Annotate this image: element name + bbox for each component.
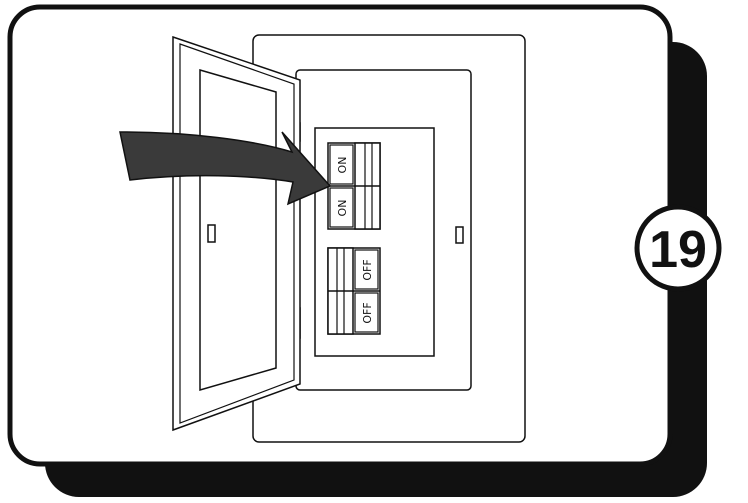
step-badge: [634, 204, 722, 292]
breaker-group-off: OFF OFF: [327, 247, 381, 335]
breaker-label-1: ON: [336, 157, 349, 174]
panel-latch: [455, 226, 464, 244]
breaker-switch-4[interactable]: [354, 292, 379, 333]
breaker-switch-2[interactable]: [329, 187, 354, 228]
breaker-label-4: OFF: [361, 302, 374, 323]
step-number: 19: [649, 221, 707, 279]
breaker-switch-3[interactable]: [354, 249, 379, 290]
door-latch: [207, 224, 216, 243]
breaker-switch-1[interactable]: [329, 144, 354, 185]
pointing-arrow-icon: [119, 131, 332, 206]
breaker-label-2: ON: [336, 200, 349, 217]
breaker-group-on: ON ON: [327, 142, 381, 230]
breaker-label-3: OFF: [361, 259, 374, 280]
panel-door[interactable]: [172, 35, 301, 432]
